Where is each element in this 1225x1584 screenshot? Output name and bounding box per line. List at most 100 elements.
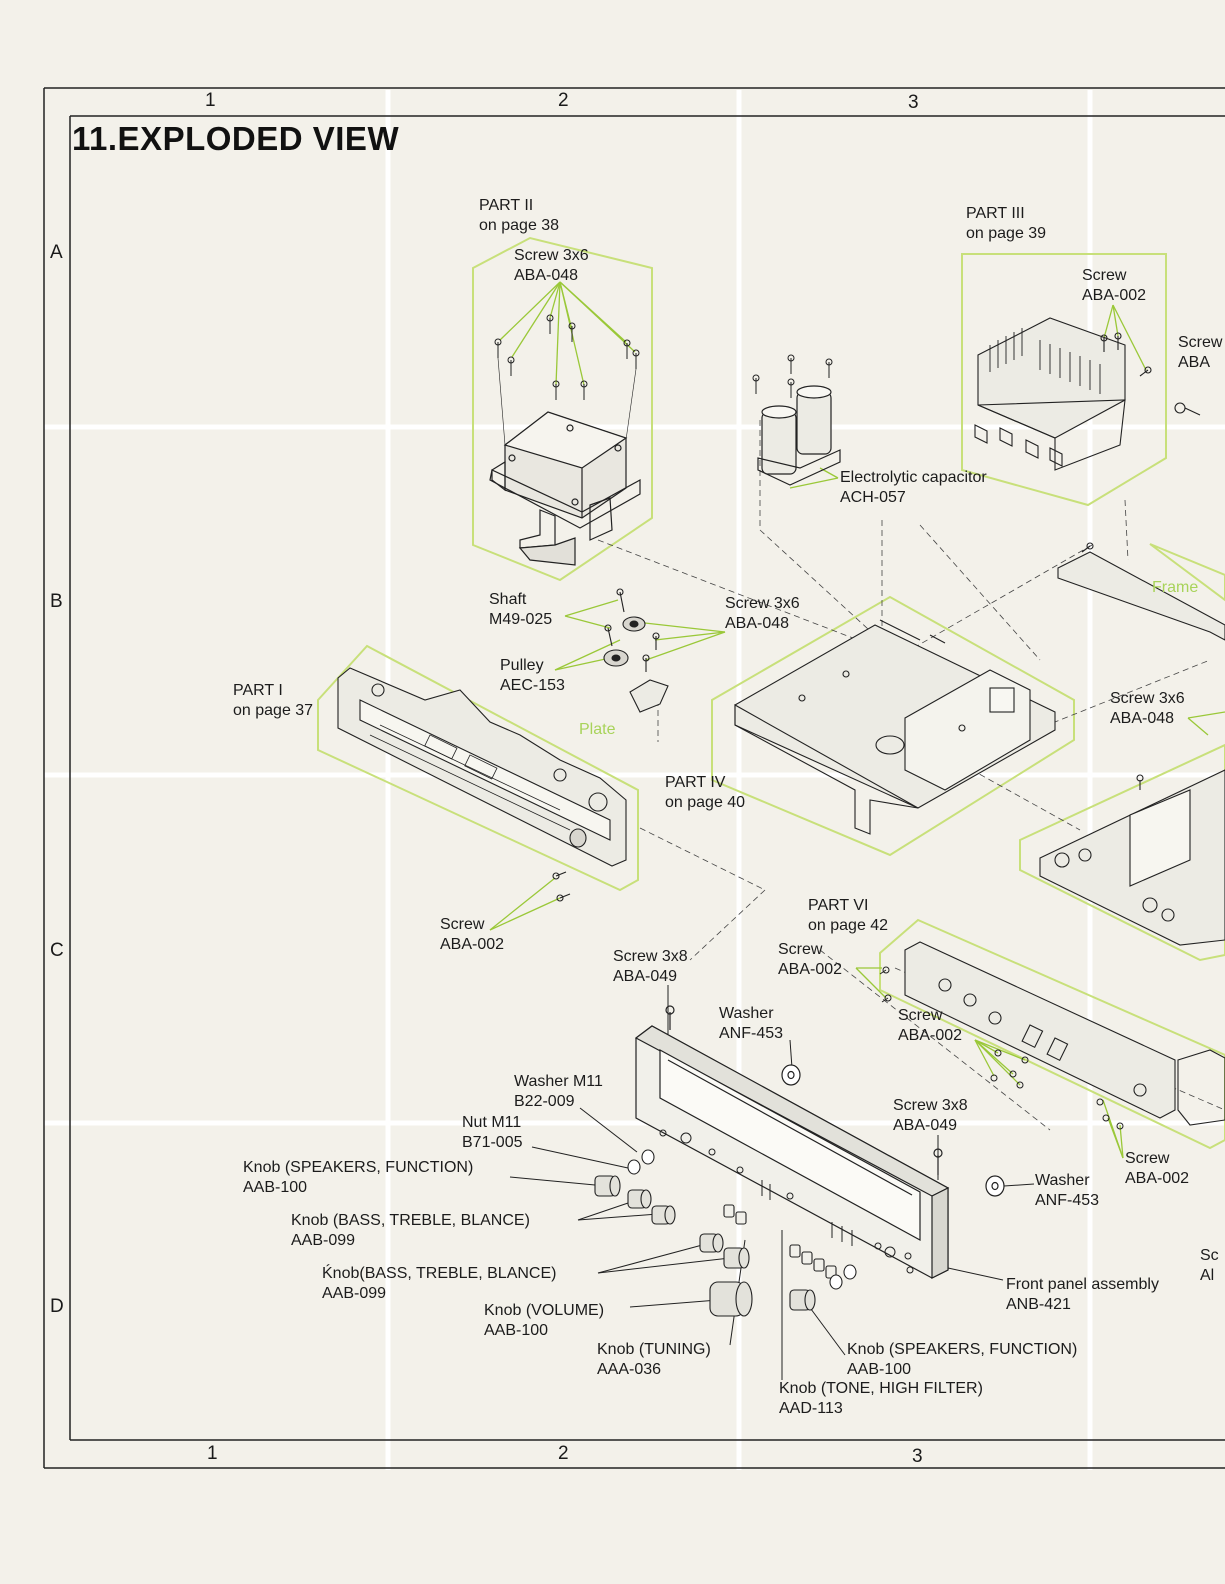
label-knob-bass-1: Knob (BASS, TREBLE, BLANCE) AAB-099 <box>291 1211 530 1251</box>
label-screw-3x8-top: Screw 3x8 ABA-049 <box>613 947 688 987</box>
label-nut-m11-name: Nut M11 <box>462 1114 522 1131</box>
label-washer-anf-top: Washer ANF-453 <box>719 1004 783 1044</box>
label-knob-volume-code: AAB-100 <box>484 1322 549 1339</box>
label-knob-tone-name: Knob (TONE, HIGH FILTER) <box>779 1380 983 1397</box>
label-screw-aba002-p6b-code: ABA-002 <box>898 1027 963 1044</box>
label-nut-m11: Nut M11 B71-005 <box>462 1113 523 1153</box>
label-knob-bass-1-code: AAB-099 <box>291 1232 356 1249</box>
amplifier-drawing <box>974 317 1201 471</box>
label-knob-volume: Knob (VOLUME) AAB-100 <box>484 1301 604 1341</box>
part6-outline <box>879 918 1225 1150</box>
part3-outline <box>961 253 1167 507</box>
label-washer-anf-top-name: Washer <box>719 1005 774 1022</box>
label-capacitor-code: ACH-057 <box>840 489 906 506</box>
row-letter-a: A <box>50 242 63 263</box>
label-washer-anf-top-code: ANF-453 <box>719 1025 784 1042</box>
grid-lines <box>44 90 1225 1470</box>
label-screw-3x6-mid: Screw 3x6 ABA-048 <box>725 594 800 634</box>
label-part3-title: PART III <box>966 205 1025 222</box>
label-shaft-name: Shaft <box>489 591 527 608</box>
part1-outline <box>317 644 639 892</box>
label-screw-aba002-bottom-code: ABA-002 <box>1125 1170 1190 1187</box>
label-screw-aba002-top-code: ABA-002 <box>1082 287 1147 304</box>
dial-assembly-drawing <box>337 667 627 902</box>
column-number-3-bottom: 3 <box>912 1446 923 1467</box>
front-panel-drawing <box>634 1005 1005 1279</box>
label-knob-speakers-left: Knob (SPEAKERS, FUNCTION) AAB-100 <box>243 1158 473 1198</box>
label-cut-right-code: Al <box>1200 1267 1215 1284</box>
frame-outline <box>1149 543 1225 602</box>
row-letter-c: C <box>50 940 64 961</box>
label-shaft-code: M49-025 <box>489 611 553 628</box>
label-front-panel: Front panel assembly ANB-421 <box>1006 1275 1159 1315</box>
label-screw-aba002-top-name: Screw <box>1082 267 1127 284</box>
label-knob-speakers-left-name: Knob (SPEAKERS, FUNCTION) <box>243 1159 474 1176</box>
label-knob-tone: Knob (TONE, HIGH FILTER) AAD-113 <box>779 1379 983 1419</box>
label-part4-page: on page 40 <box>665 794 746 811</box>
row-letter-b: B <box>50 591 63 612</box>
label-part2: PART II on page 38 <box>479 196 559 236</box>
label-screw-3x8-right: Screw 3x8 ABA-049 <box>893 1096 968 1136</box>
label-screw-3x8-right-code: ABA-049 <box>893 1117 958 1134</box>
label-screw-3x8-top-code: ABA-049 <box>613 968 678 985</box>
column-number-2-bottom: 2 <box>558 1443 569 1464</box>
label-knob-bass-2: Ḱnob(BASS, TREBLE, BLANCE) AAB-099 <box>322 1264 556 1304</box>
label-capacitor-name: Electrolytic capacitor <box>840 469 987 486</box>
label-part2-title: PART II <box>479 197 534 214</box>
label-screw-aba002-left-name: Screw <box>440 916 485 933</box>
capacitor-drawing <box>752 354 841 486</box>
label-knob-speakers-right: Knob (SPEAKERS, FUNCTION) AAB-100 <box>847 1340 1077 1380</box>
label-cut-right: Sc Al <box>1200 1246 1219 1286</box>
label-washer-m11-code: B22-009 <box>514 1093 575 1110</box>
label-screw-aba002-p6b-name: Screw <box>898 1007 943 1024</box>
label-frame: Frame <box>1152 579 1199 596</box>
label-screw-3x6-top-name: Screw 3x6 <box>514 247 589 264</box>
label-screw-3x6-mid-name: Screw 3x6 <box>725 595 800 612</box>
label-capacitor: Electrolytic capacitor ACH-057 <box>840 468 987 508</box>
label-screw-aba002-left: Screw ABA-002 <box>440 915 504 955</box>
part2-outline <box>472 236 653 582</box>
label-cut-right-name: Sc <box>1200 1247 1219 1264</box>
label-screw-aba002-left-code: ABA-002 <box>440 936 505 953</box>
label-front-panel-name: Front panel assembly <box>1006 1276 1159 1293</box>
label-washer-m11-name: Washer M11 <box>514 1073 603 1090</box>
label-screw-cut-name: Screw <box>1178 334 1223 351</box>
column-number-2-top: 2 <box>558 90 569 111</box>
row-letter-d: D <box>50 1296 64 1317</box>
knobs-drawing <box>594 1149 857 1317</box>
column-number-1-bottom: 1 <box>207 1443 218 1464</box>
label-screw-aba002-p6b: Screw ABA-002 <box>898 1006 962 1046</box>
label-screw-3x6-right-name: Screw 3x6 <box>1110 690 1185 707</box>
label-washer-anf-right-code: ANF-453 <box>1035 1192 1100 1209</box>
label-front-panel-code: ANB-421 <box>1006 1296 1071 1313</box>
label-knob-tuning-code: AAA-036 <box>597 1361 662 1378</box>
label-knob-tuning-name: Knob (TUNING) <box>597 1341 711 1358</box>
black-leaders <box>509 420 1225 1380</box>
switch-board-drawing <box>879 941 1225 1130</box>
label-part3: PART III on page 39 <box>966 204 1046 244</box>
label-pulley-code: AEC-153 <box>500 677 565 694</box>
label-knob-volume-name: Knob (VOLUME) <box>484 1302 605 1319</box>
part5-outline <box>1019 743 1225 962</box>
part4-outline <box>711 595 1075 857</box>
label-screw-aba002-bottom-name: Screw <box>1125 1150 1170 1167</box>
label-screw-cut: Screw ABA <box>1178 333 1222 373</box>
label-part6: PART VI on page 42 <box>808 896 888 936</box>
part-outlines <box>317 236 1225 1150</box>
column-number-3-top: 3 <box>908 92 919 113</box>
label-plate: Plate <box>579 721 616 738</box>
label-knob-speakers-right-code: AAB-100 <box>847 1361 912 1378</box>
label-knob-speakers-right-name: Knob (SPEAKERS, FUNCTION) <box>847 1341 1078 1358</box>
control-board-drawing <box>1039 769 1225 946</box>
label-shaft: Shaft M49-025 <box>489 590 552 630</box>
label-screw-3x8-right-name: Screw 3x8 <box>893 1097 968 1114</box>
label-knob-speakers-left-code: AAB-100 <box>243 1179 308 1196</box>
pulley-assembly-drawing <box>603 588 669 713</box>
frame-rail-drawing <box>1057 542 1225 641</box>
label-screw-3x6-right-code: ABA-048 <box>1110 710 1175 727</box>
label-washer-anf-right-name: Washer <box>1035 1172 1090 1189</box>
label-part3-page: on page 39 <box>966 225 1047 242</box>
label-washer-anf-right: Washer ANF-453 <box>1035 1171 1099 1211</box>
label-knob-tone-code: AAD-113 <box>779 1400 843 1417</box>
